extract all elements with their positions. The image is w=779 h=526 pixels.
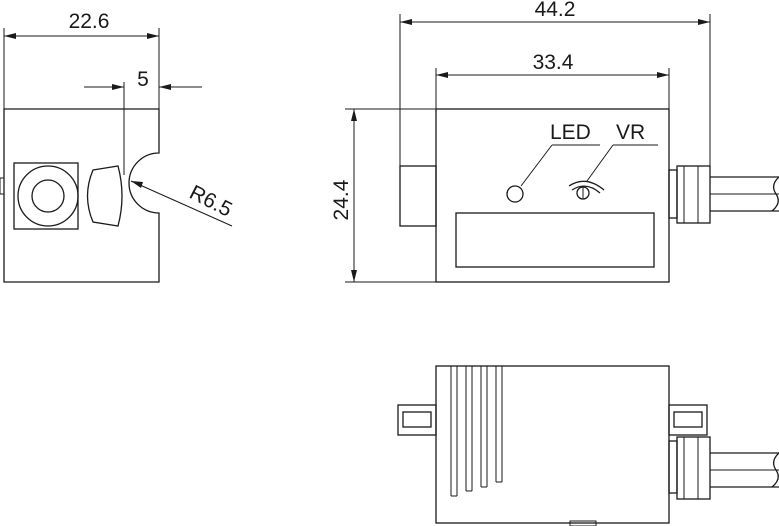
top-cable-gland (668, 436, 711, 500)
top-bracket-left (397, 404, 437, 436)
dim-label-side-width: 22.6 (69, 10, 110, 33)
lens-housing (13, 162, 123, 230)
vr-adjuster-icon (568, 180, 605, 200)
dimension-height: 24.4 (330, 108, 436, 283)
side-view-body (3, 108, 160, 283)
top-body (435, 365, 670, 524)
cable-gland (668, 165, 711, 224)
dimension-side-width: 22.6 (3, 10, 160, 109)
top-cable (710, 452, 779, 488)
cable (710, 176, 779, 212)
dim-label-height: 24.4 (330, 179, 353, 220)
lens-inner-ring (31, 179, 65, 213)
display-window (455, 212, 655, 268)
top-bracket-right (668, 404, 708, 436)
dim-label-body-length: 33.4 (533, 51, 574, 74)
dimension-radius: R6.5 (130, 180, 236, 227)
led-label: LED (550, 121, 591, 144)
dim-label-radius: R6.5 (186, 181, 236, 222)
front-view: LED VR 4 (330, 0, 779, 283)
lens-outer-ring (17, 165, 79, 227)
dimension-body-length: 33.4 (435, 51, 670, 109)
dimension-total-length: 44.2 (399, 0, 711, 166)
dimension-slot-offset: 5 (84, 68, 202, 109)
side-tab (0, 177, 5, 195)
dim-label-slot-offset: 5 (137, 68, 149, 91)
side-view: 22.6 5 R6.5 (0, 10, 236, 283)
dim-label-total-length: 44.2 (535, 0, 576, 21)
vr-label: VR (616, 121, 645, 144)
top-bottom-tab (569, 520, 597, 526)
led-indicator (506, 185, 524, 203)
mounting-bracket (399, 165, 437, 227)
lens-emitter (86, 165, 123, 227)
cooling-ribs (450, 366, 503, 497)
lens-frame (13, 162, 79, 230)
top-view (397, 365, 779, 526)
